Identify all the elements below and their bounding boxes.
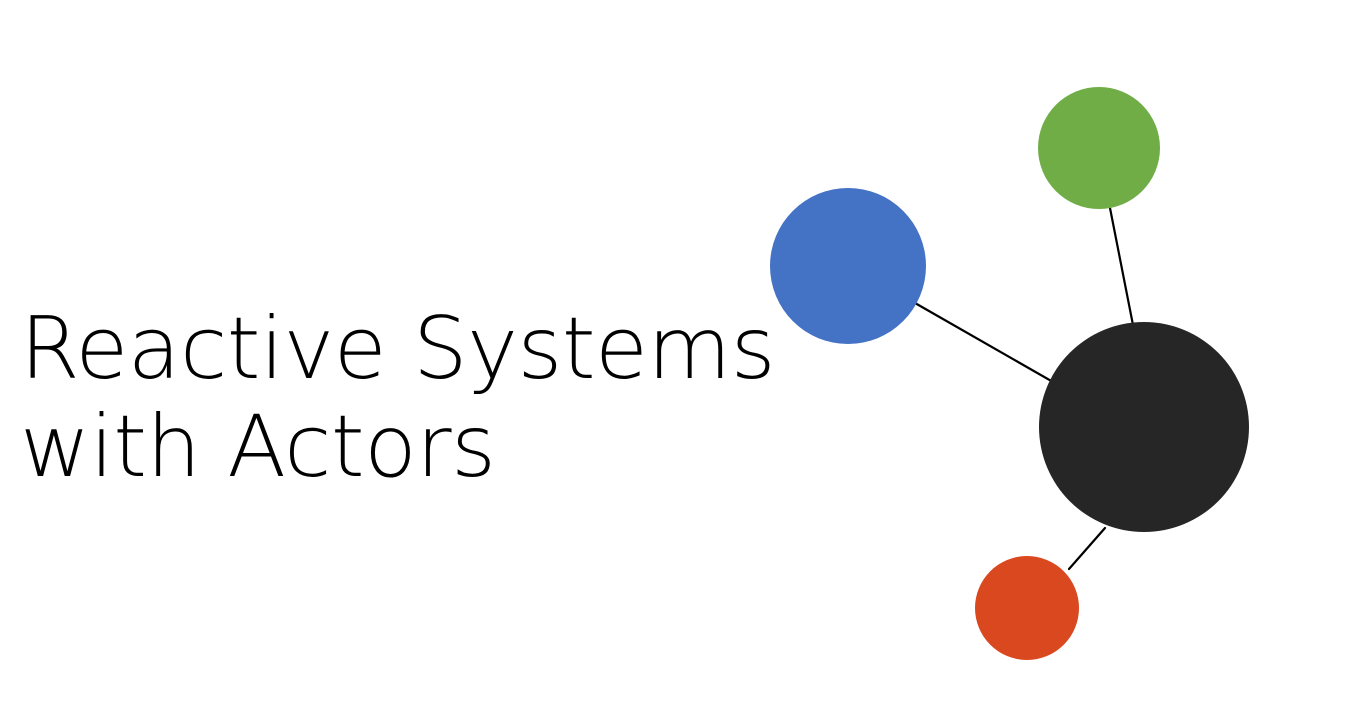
node-actor-system[interactable] [1039,322,1249,532]
edge-red-to-system [1067,526,1107,571]
node-actor-green[interactable] [1038,87,1160,209]
page-title-line-2: with Actors [20,397,496,497]
diagram-edges [913,206,1135,571]
edge-blue-to-system [913,301,1055,384]
page-title-line-1: Reactive Systems [20,299,776,399]
diagram-nodes [770,87,1249,660]
node-actor-red[interactable] [975,556,1079,660]
page-title: Reactive Systems with Actors [20,299,776,497]
actor-system-diagram [740,40,1300,690]
edge-green-to-system [1108,206,1135,327]
node-actor-blue[interactable] [770,188,926,344]
